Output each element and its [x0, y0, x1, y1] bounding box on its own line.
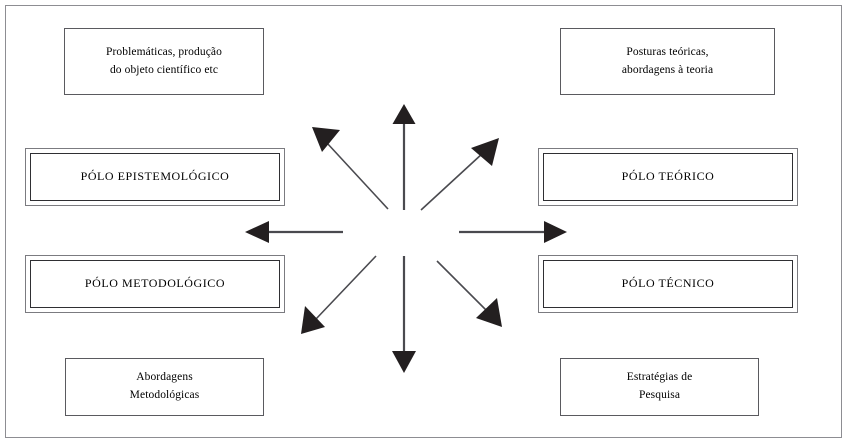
pole-box-technical: PÓLO TÉCNICO	[538, 255, 798, 313]
pole-text-methodological: PÓLO METODOLÓGICO	[84, 276, 226, 291]
caption-text-methodological: Abordagens Metodológicas	[129, 371, 200, 401]
pole-text-epistemological: PÓLO EPISTEMOLÓGICO	[80, 169, 230, 184]
pole-box-methodological: PÓLO METODOLÓGICO	[25, 255, 285, 313]
caption-box-technical: Estratégias de Pesquisa	[560, 358, 759, 416]
caption-box-epistemological: Problemáticas, produção do objeto cientí…	[64, 28, 264, 95]
pole-text-technical: PÓLO TÉCNICO	[621, 276, 715, 291]
caption-text-technical: Estratégias de Pesquisa	[626, 371, 693, 401]
caption-box-theoretical: Posturas teóricas, abordagens à teoria	[560, 28, 775, 95]
caption-text-theoretical: Posturas teóricas, abordagens à teoria	[621, 45, 714, 76]
pole-inner-technical: PÓLO TÉCNICO	[543, 260, 793, 308]
pole-text-theoretical: PÓLO TEÓRICO	[621, 169, 715, 184]
pole-inner-methodological: PÓLO METODOLÓGICO	[30, 260, 280, 308]
pole-inner-theoretical: PÓLO TEÓRICO	[543, 153, 793, 201]
pole-inner-epistemological: PÓLO EPISTEMOLÓGICO	[30, 153, 280, 201]
caption-box-methodological: Abordagens Metodológicas	[65, 358, 264, 416]
caption-text-epistemological: Problemáticas, produção do objeto cientí…	[106, 45, 222, 76]
pole-box-epistemological: PÓLO EPISTEMOLÓGICO	[25, 148, 285, 206]
pole-box-theoretical: PÓLO TEÓRICO	[538, 148, 798, 206]
